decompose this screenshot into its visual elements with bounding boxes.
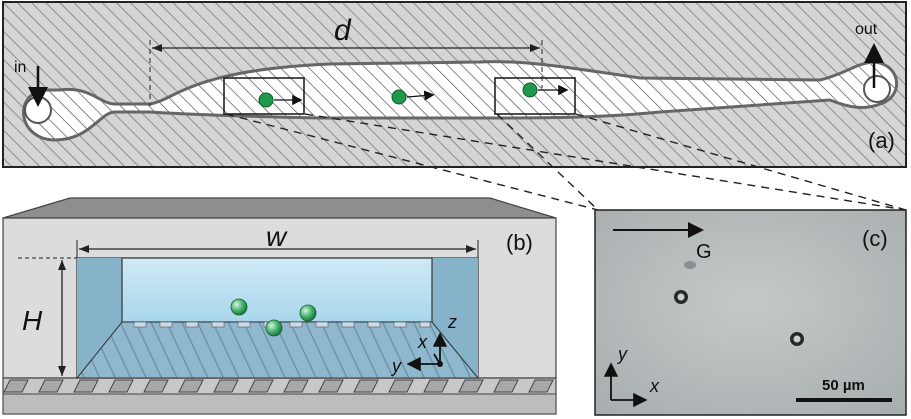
particle-2-arrow [406, 90, 435, 101]
b-axis-y: y [390, 356, 402, 376]
micrograph [594, 209, 907, 416]
microchannel-outline [22, 60, 898, 142]
h-label: H [22, 305, 43, 336]
observation-window-1 [223, 77, 305, 115]
panel-b: w H z x y (b) [2, 197, 557, 415]
inlet-label: in [14, 59, 26, 76]
panel-c-axes: y x [603, 344, 660, 408]
device-top-bevel [2, 197, 557, 219]
w-label: w [266, 221, 288, 252]
panel-c: G y x 50 µm (c) [594, 209, 907, 416]
base-grooves [3, 379, 554, 393]
panel-b-axes: z x y [390, 312, 457, 376]
c-axis-x: x [649, 376, 660, 396]
scale-bar-label: 50 µm [822, 377, 865, 394]
bead-1 [230, 298, 248, 316]
bead-3 [265, 319, 283, 337]
outlet-port [863, 75, 891, 103]
panel-a: in out d (a) [2, 1, 907, 168]
bead-2 [299, 304, 317, 322]
b-axis-z: z [447, 312, 457, 332]
grooved-channel-floor [75, 321, 480, 379]
speck [684, 261, 696, 269]
channel-left-wall [77, 258, 122, 378]
b-axis-x: x [417, 332, 428, 352]
particle-1 [258, 92, 274, 108]
channel-right-wall [432, 258, 478, 378]
particle-3 [522, 82, 538, 98]
base-plate [2, 393, 557, 415]
gradient-label: G [696, 241, 712, 263]
scale-bar [796, 398, 892, 402]
zoom-connectors [225, 113, 907, 211]
outlet-label: out [855, 21, 878, 38]
particle-2 [391, 89, 407, 105]
d-label: d [334, 14, 352, 47]
c-axis-y: y [616, 344, 628, 364]
panel-b-label: (b) [506, 230, 533, 255]
observation-window-2 [494, 77, 576, 115]
panel-c-label: (c) [862, 226, 888, 251]
channel-back-window [121, 257, 433, 323]
panel-a-label: (a) [868, 128, 895, 153]
